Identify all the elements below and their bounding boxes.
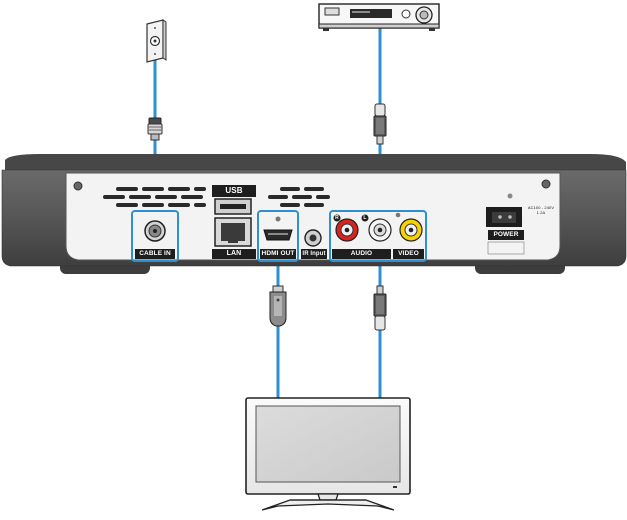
television (246, 398, 410, 510)
usb-label: USB (212, 185, 256, 197)
wall-outlet (147, 20, 166, 62)
audio-label: AUDIO (332, 249, 391, 259)
power-rating-label: AC100 - 240V 1.2A (524, 205, 558, 215)
av-receiver (319, 4, 439, 31)
ir-input-label: IR Input (301, 249, 327, 259)
cable-in-label: CABLE IN (135, 249, 175, 259)
lan-label: LAN (212, 249, 256, 259)
rca-plug-icon (374, 286, 386, 330)
video-label: VIDEO (393, 249, 424, 259)
coax-plug-icon (148, 118, 162, 140)
power-label: POWER (488, 230, 524, 240)
audio-marker-r: R (333, 214, 341, 222)
hdmi-out-label: HDMI OUT (260, 249, 296, 259)
rca-plug-icon (374, 104, 386, 144)
hdmi-plug-icon (270, 286, 286, 326)
audio-marker-l: L (361, 214, 369, 222)
